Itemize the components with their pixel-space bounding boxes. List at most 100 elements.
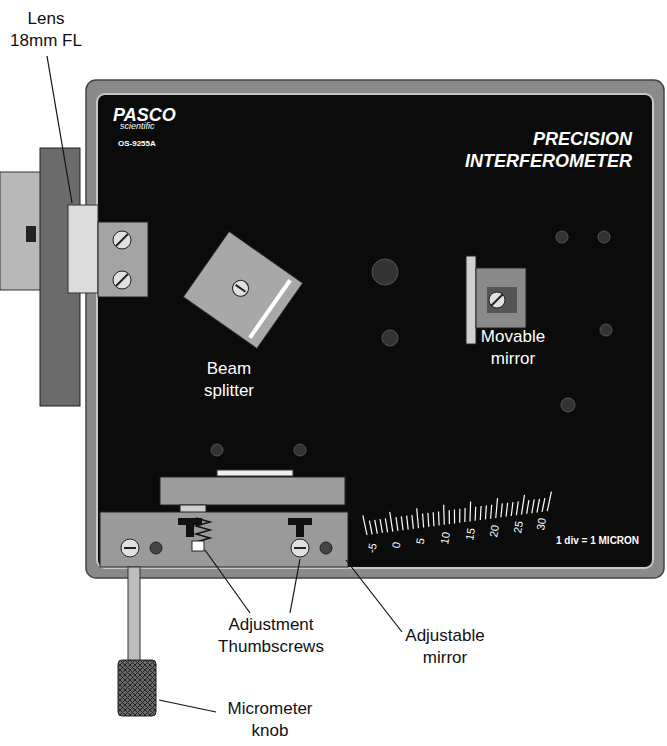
leader-line bbox=[346, 560, 402, 632]
scale-tick bbox=[433, 512, 435, 526]
scale-tick bbox=[423, 514, 424, 528]
base-plate bbox=[86, 80, 664, 578]
leader-line bbox=[290, 559, 300, 613]
mounting-hole bbox=[561, 398, 575, 412]
scale-tick bbox=[385, 518, 387, 532]
adjustable-mirror bbox=[121, 539, 139, 557]
micron-scale bbox=[363, 492, 552, 535]
scale-tick bbox=[464, 508, 465, 522]
scale-tick bbox=[475, 507, 477, 521]
scale-tick bbox=[485, 505, 487, 519]
lens-assembly bbox=[113, 231, 131, 249]
scale-tick bbox=[401, 516, 403, 530]
scale-number: 10 bbox=[438, 531, 452, 545]
beam-splitter bbox=[236, 285, 246, 292]
mounting-hole bbox=[600, 324, 612, 336]
adjustment-thumbscrew bbox=[294, 547, 306, 549]
adjustment-thumbscrew bbox=[192, 541, 204, 551]
scale-tick bbox=[459, 509, 460, 523]
scale-tick bbox=[427, 513, 429, 527]
callout-label: Beam splitter bbox=[193, 358, 265, 402]
callout-label: Micrometer knob bbox=[219, 698, 321, 742]
scale-tick bbox=[417, 508, 419, 528]
adjustment-thumbscrew bbox=[288, 518, 312, 525]
adjustable-mirror bbox=[160, 477, 345, 505]
beam-splitter bbox=[183, 231, 303, 348]
scale-tick bbox=[396, 517, 398, 531]
mounting-hole bbox=[211, 444, 223, 456]
adjustable-mirror bbox=[150, 542, 162, 554]
scale-number: 30 bbox=[534, 517, 548, 531]
scale-tick bbox=[363, 515, 367, 535]
adjustment-thumbscrew bbox=[296, 525, 304, 537]
scale-number: 20 bbox=[487, 524, 501, 538]
scale-tick bbox=[511, 502, 513, 516]
model-number: OS-9255A bbox=[118, 138, 156, 150]
scale-tick bbox=[480, 506, 482, 520]
base-plate bbox=[86, 80, 664, 578]
adjustment-thumbscrew bbox=[178, 518, 312, 557]
adjustable-mirror bbox=[100, 512, 348, 567]
lens-assembly bbox=[116, 234, 128, 246]
adjustable-mirror bbox=[217, 470, 293, 476]
movable-mirror bbox=[466, 256, 476, 344]
scale-tick bbox=[449, 510, 450, 524]
scale-tick bbox=[522, 495, 525, 515]
lens-assembly bbox=[0, 148, 148, 406]
scale-tick bbox=[516, 501, 518, 515]
adjustment-thumbscrew bbox=[291, 539, 309, 557]
lens-assembly bbox=[113, 271, 131, 289]
callout-label: Adjustment Thumbscrews bbox=[212, 614, 330, 658]
leader-line bbox=[47, 56, 402, 712]
scale-tick bbox=[491, 505, 492, 519]
scale-tick bbox=[407, 516, 409, 530]
lens-assembly bbox=[98, 222, 148, 297]
mounting-hole bbox=[598, 231, 610, 243]
scale-tick bbox=[454, 509, 455, 523]
scale-tick bbox=[390, 512, 393, 532]
lens-assembly bbox=[68, 205, 98, 293]
mounting-hole bbox=[382, 330, 398, 346]
movable-mirror bbox=[489, 292, 505, 308]
micrometer-knob bbox=[128, 567, 140, 662]
beam-splitter bbox=[229, 277, 251, 299]
scale-tick bbox=[443, 505, 445, 525]
base-plate bbox=[97, 94, 653, 568]
micrometer-knob bbox=[118, 567, 156, 716]
callout-label: Adjustable mirror bbox=[396, 625, 494, 669]
scale-tick bbox=[527, 500, 529, 514]
scale-tick bbox=[547, 492, 551, 512]
callout-label: Movable mirror bbox=[472, 326, 554, 370]
scale-number: 25 bbox=[511, 520, 525, 534]
scale-number: -5 bbox=[365, 542, 379, 554]
scale-note: 1 div = 1 MICRON bbox=[556, 535, 639, 547]
scale-tick bbox=[501, 503, 502, 517]
scale-tick bbox=[438, 511, 440, 525]
lens-assembly bbox=[26, 226, 36, 242]
scale-tick bbox=[380, 519, 382, 533]
panel-title: PRECISION INTERFEROMETER bbox=[436, 128, 632, 172]
movable-mirror bbox=[487, 287, 517, 313]
scale-number: 15 bbox=[463, 527, 477, 541]
beam-splitter bbox=[183, 231, 303, 348]
mounting-hole bbox=[372, 259, 398, 285]
mounting-hole bbox=[294, 444, 306, 456]
scale-tick bbox=[537, 499, 540, 513]
leader-line bbox=[159, 700, 216, 712]
leader-line bbox=[205, 550, 250, 613]
adjustable-mirror bbox=[100, 470, 348, 567]
scale-tick bbox=[496, 498, 498, 518]
movable-mirror bbox=[491, 294, 503, 306]
mounting-hole bbox=[556, 231, 568, 243]
scale-tick bbox=[375, 520, 378, 534]
adjustment-thumbscrew bbox=[196, 518, 210, 542]
scale-tick bbox=[469, 501, 471, 521]
scale-tick bbox=[542, 498, 545, 512]
leader-line bbox=[47, 56, 72, 203]
scale-tick bbox=[412, 515, 413, 529]
lens-assembly bbox=[0, 172, 42, 290]
lens-assembly bbox=[116, 274, 128, 286]
scale-tick bbox=[369, 521, 372, 535]
